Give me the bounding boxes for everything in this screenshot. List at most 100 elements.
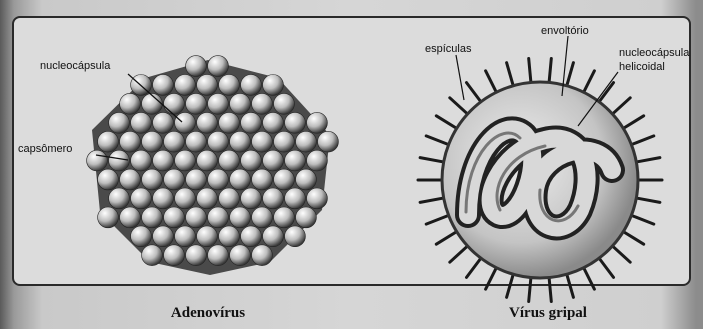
capsomere-sphere [230, 245, 251, 266]
capsomere-sphere [175, 226, 196, 247]
capsomere-sphere [274, 207, 295, 228]
capsomere-sphere [230, 169, 251, 190]
capsomere-sphere [263, 226, 284, 247]
spicule [599, 83, 614, 103]
label-helical-line1: nucleocápsula [619, 47, 690, 59]
capsomere-sphere [98, 207, 119, 228]
capsomere-sphere [263, 188, 284, 209]
capsomere-sphere [219, 150, 240, 171]
capsomere-sphere [186, 207, 207, 228]
spicule [612, 245, 631, 262]
capsomere-sphere [142, 93, 163, 114]
caption-influenza: Vírus gripal [509, 305, 587, 321]
helical-nucleocapsid [466, 129, 612, 227]
spicule [583, 71, 594, 93]
leader-spicules [456, 55, 464, 100]
capsomere-sphere [241, 188, 262, 209]
capsomere-sphere [98, 169, 119, 190]
label-envelope: envoltório [541, 25, 589, 37]
capsomere-sphere [252, 169, 273, 190]
capsomere-sphere [296, 207, 317, 228]
capsomere-sphere [186, 56, 207, 77]
capsomere-sphere [87, 150, 108, 171]
capsomere-sphere [142, 131, 163, 152]
capsomere-sphere [131, 112, 152, 133]
capsomere-sphere [142, 169, 163, 190]
spicule [623, 116, 644, 129]
capsomere-sphere [230, 93, 251, 114]
capsomere-sphere [142, 245, 163, 266]
spicule [612, 98, 631, 115]
capsomere-sphere [175, 112, 196, 133]
capsomere-sphere [241, 112, 262, 133]
capsomere-sphere [219, 188, 240, 209]
adenovirus-particle [87, 56, 339, 275]
capsomere-sphere [186, 169, 207, 190]
capsomere-sphere [252, 207, 273, 228]
capsomere-sphere [230, 207, 251, 228]
label-nucleocapsule: nucleocápsula [40, 60, 111, 72]
capsomere-sphere [296, 131, 317, 152]
spicule [486, 267, 497, 289]
capsomere-sphere [197, 226, 218, 247]
capsomere-sphere [285, 226, 306, 247]
capsomere-sphere [241, 75, 262, 96]
capsomere-sphere [296, 169, 317, 190]
capsomere-sphere [153, 150, 174, 171]
capsomere-sphere [252, 131, 273, 152]
capsomere-sphere [219, 112, 240, 133]
capsomere-sphere [318, 131, 339, 152]
capsomere-sphere [208, 207, 229, 228]
capsomere-sphere [241, 150, 262, 171]
spicule [436, 116, 457, 129]
capsomere-sphere [197, 188, 218, 209]
capsomere-sphere [252, 245, 273, 266]
capsomere-sphere [153, 112, 174, 133]
spicule [420, 198, 445, 203]
spicule [507, 63, 514, 87]
capsomere-sphere [307, 112, 328, 133]
label-spicules: espículas [425, 43, 472, 55]
capsomere-sphere [175, 75, 196, 96]
spicule [623, 231, 644, 244]
capsomere-sphere [208, 131, 229, 152]
spicule [486, 71, 497, 93]
capsomere-sphere [307, 188, 328, 209]
label-capsomere: capsômero [18, 143, 72, 155]
capsomere-sphere [263, 75, 284, 96]
capsomere-sphere [131, 150, 152, 171]
spicule [436, 231, 457, 244]
capsomere-sphere [164, 245, 185, 266]
spicule [507, 273, 514, 297]
capsomere-sphere [153, 75, 174, 96]
capsomere-sphere [307, 150, 328, 171]
capsomere-sphere [230, 131, 251, 152]
capsomere-sphere [186, 245, 207, 266]
spicule [420, 158, 445, 163]
capsomere-sphere [208, 56, 229, 77]
capsomere-sphere [186, 93, 207, 114]
influenza-particle [418, 59, 662, 302]
capsomere-sphere [186, 131, 207, 152]
capsomere-sphere [131, 188, 152, 209]
capsomere-sphere [109, 150, 130, 171]
spicule [583, 267, 594, 289]
capsomere-sphere [142, 207, 163, 228]
capsomere-sphere [263, 150, 284, 171]
spicule [599, 257, 614, 277]
spicule [567, 273, 574, 297]
spicule [567, 63, 574, 87]
spicule [635, 158, 660, 163]
spicule [549, 59, 551, 84]
capsomere-sphere [285, 150, 306, 171]
label-helical-line2: helicoidal [619, 61, 665, 73]
capsomere-sphere [208, 93, 229, 114]
capsomere-sphere [219, 226, 240, 247]
spicule [426, 215, 449, 224]
capsomere-sphere [208, 245, 229, 266]
capsomere-sphere [274, 131, 295, 152]
capsomere-sphere [109, 112, 130, 133]
capsomere-sphere [252, 93, 273, 114]
caption-adenovirus: Adenovírus [171, 305, 245, 321]
